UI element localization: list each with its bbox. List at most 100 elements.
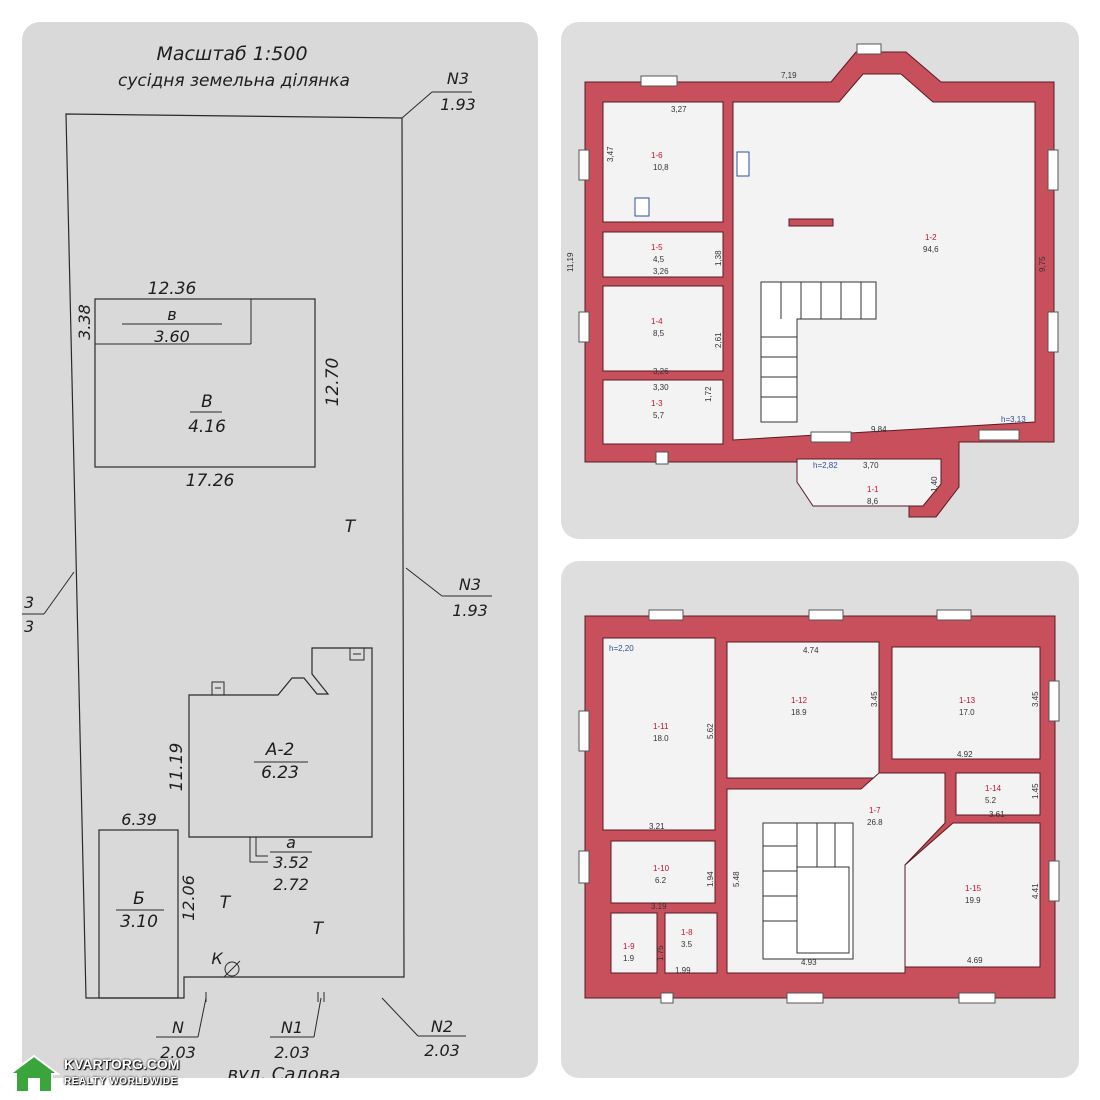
floor1-dim-11: 3,70 [863, 461, 879, 470]
building-a2-bottom: 2.72 [273, 875, 309, 894]
building-b-letter: Б [133, 889, 145, 909]
floor2-room-area-1-7: 26.8 [867, 818, 883, 827]
floor2-dim-15: 4.69 [967, 956, 983, 965]
floor2-room-area-1-11: 18.0 [653, 734, 669, 743]
floor2-room-id-1-7: 1-7 [869, 806, 881, 815]
floor2-stairs [762, 822, 854, 960]
floor1-boiler-icon [634, 197, 650, 217]
floor2-dim-2: 3.45 [870, 691, 879, 707]
building-b-right-side: 12.06 [179, 875, 198, 921]
floor2-dim-9: 5.48 [732, 871, 741, 887]
building-a2: А-2 6.23 11.19 а 3.52 2.72 [167, 647, 373, 894]
building-a2-value: 6.23 [261, 763, 299, 783]
floor1-stairs [760, 281, 877, 423]
n2-label: N2 [431, 1017, 453, 1036]
floor1-room-area-1-5: 4,5 [653, 255, 665, 264]
left-cut-bottom: 3 [24, 617, 34, 636]
floor2-dim-13: 4.93 [801, 958, 817, 967]
porch-v-value: 3.60 [154, 327, 190, 346]
floor1-height-main: h=3,13 [1001, 415, 1026, 424]
building-v-width: 12.36 [148, 279, 197, 299]
floor1-room-id-1-3: 1-3 [651, 399, 663, 408]
floor2-dim-10: 3.19 [651, 902, 667, 911]
building-v-letter: В [201, 392, 213, 412]
floor1-dim-4: 3,26 [653, 267, 669, 276]
floor1-room-area-1-4: 8,5 [653, 329, 665, 338]
floor1-room-area-1-6: 10,8 [653, 163, 669, 172]
floor1-room-1-1 [796, 458, 942, 507]
building-b: 6.39 Б 3.10 12.06 [98, 810, 198, 999]
site-plan-drawing: Масштаб 1:500 сусідня земельна ділянка N… [22, 43, 492, 1078]
floor1-room-1-5 [602, 231, 724, 278]
terrain-mark-3: Т [313, 919, 325, 939]
building-b-top: 6.39 [121, 810, 157, 829]
watermark-subtitle: REALTY WORLDWIDE [64, 1076, 178, 1087]
site-title-neighbor: сусідня земельна ділянка [118, 71, 350, 91]
floor1-dim-9: 1,72 [704, 386, 713, 402]
plot-boundary [65, 113, 405, 999]
floor-plan-1-panel: 7,19 3,27 3,47 11,19 3,26 1,38 3,26 2,61… [561, 22, 1079, 539]
building-v: 12.36 3.38 в 3.60 В 4.16 12.70 17.26 [75, 279, 343, 491]
street-label: вул. Садова [228, 1064, 341, 1078]
floor-plan-1: 7,19 3,27 3,47 11,19 3,26 1,38 3,26 2,61… [566, 43, 1059, 518]
floor2-room-1-12 [726, 641, 880, 779]
n1-label: N1 [281, 1018, 303, 1037]
porch-a-letter: а [286, 833, 296, 852]
house-logo-icon [8, 1054, 60, 1093]
building-v-value: 4.16 [188, 417, 226, 437]
terrain-mark-2: Т [220, 893, 232, 913]
floor2-dim-8: 1.94 [706, 871, 715, 887]
floor2-dim-7: 3.21 [649, 822, 665, 831]
n3-top-label: N3 [447, 69, 469, 88]
floor1-dim-5: 1,38 [714, 250, 723, 266]
floor2-room-id-1-13: 1-13 [959, 696, 976, 705]
floor2-room-id-1-15: 1-15 [965, 884, 982, 893]
floor2-room-area-1-8: 3.5 [681, 940, 693, 949]
floor1-room-id-1-4: 1-4 [651, 317, 663, 326]
floor-plan-2: 4.74 5.62 3.45 3.45 4.92 1.45 3.61 3.21 … [578, 609, 1060, 1004]
building-v-right-side: 12.70 [323, 358, 343, 407]
floor1-dim-12: 9,75 [1038, 256, 1047, 272]
floor1-stove-icon [736, 151, 750, 177]
floor2-room-id-1-8: 1-8 [681, 928, 693, 937]
n-leader [197, 997, 207, 1038]
building-v-left-side: 3.38 [75, 304, 94, 340]
floor1-room-1-3 [602, 379, 724, 445]
n1-value: 2.03 [274, 1043, 310, 1062]
n3-top-value: 1.93 [440, 95, 476, 114]
floor1-room-1-6 [602, 101, 724, 223]
floor2-dim-0: 4.74 [803, 646, 819, 655]
floor2-dim-6: 3.61 [989, 810, 1005, 819]
terrain-mark-1: Т [345, 517, 357, 537]
kvartorg-watermark: KVARTORG.COM REALTY WORLDWIDE [8, 1052, 208, 1096]
floor2-dim-5: 1.45 [1031, 783, 1040, 799]
n3-mid-value: 1.93 [452, 601, 488, 620]
floor2-height: h=2,20 [609, 644, 634, 653]
floor1-room-1-4 [602, 285, 724, 372]
floor2-dim-4: 4.92 [957, 750, 973, 759]
floor1-dim-1: 3,27 [671, 105, 687, 114]
floor2-room-area-1-13: 17.0 [959, 708, 975, 717]
n3-mid-leader [405, 567, 443, 597]
building-a2-letter: А-2 [265, 740, 295, 760]
floor1-room-id-1-5: 1-5 [651, 243, 663, 252]
n1-leader [313, 997, 322, 1038]
floor2-room-area-1-15: 19.9 [965, 896, 981, 905]
floor1-room-area-1-2: 94,6 [923, 245, 939, 254]
floor2-dim-1: 5.62 [706, 723, 715, 739]
floor1-dim-6: 3,26 [653, 367, 669, 376]
floor2-room-1-11 [602, 637, 716, 831]
floor1-height-vestibule: h=2,82 [813, 461, 838, 470]
floor2-dim-3: 3.45 [1031, 691, 1040, 707]
site-title-scale: Масштаб 1:500 [156, 43, 307, 65]
building-v-bottom: 17.26 [186, 471, 235, 491]
floor-plan-2-panel: 4.74 5.62 3.45 3.45 4.92 1.45 3.61 3.21 … [561, 561, 1079, 1078]
watermark-title: KVARTORG.COM [64, 1056, 180, 1072]
floor2-room-id-1-9: 1-9 [623, 942, 635, 951]
floor2-room-area-1-14: 5.2 [985, 796, 997, 805]
floor1-room-id-1-6: 1-6 [651, 151, 663, 160]
floor1-room-area-1-3: 5,7 [653, 411, 665, 420]
floor2-room-1-10 [610, 840, 716, 904]
floor2-dim-11: 1.75 [656, 945, 665, 961]
floor1-dim-0: 7,19 [781, 71, 797, 80]
